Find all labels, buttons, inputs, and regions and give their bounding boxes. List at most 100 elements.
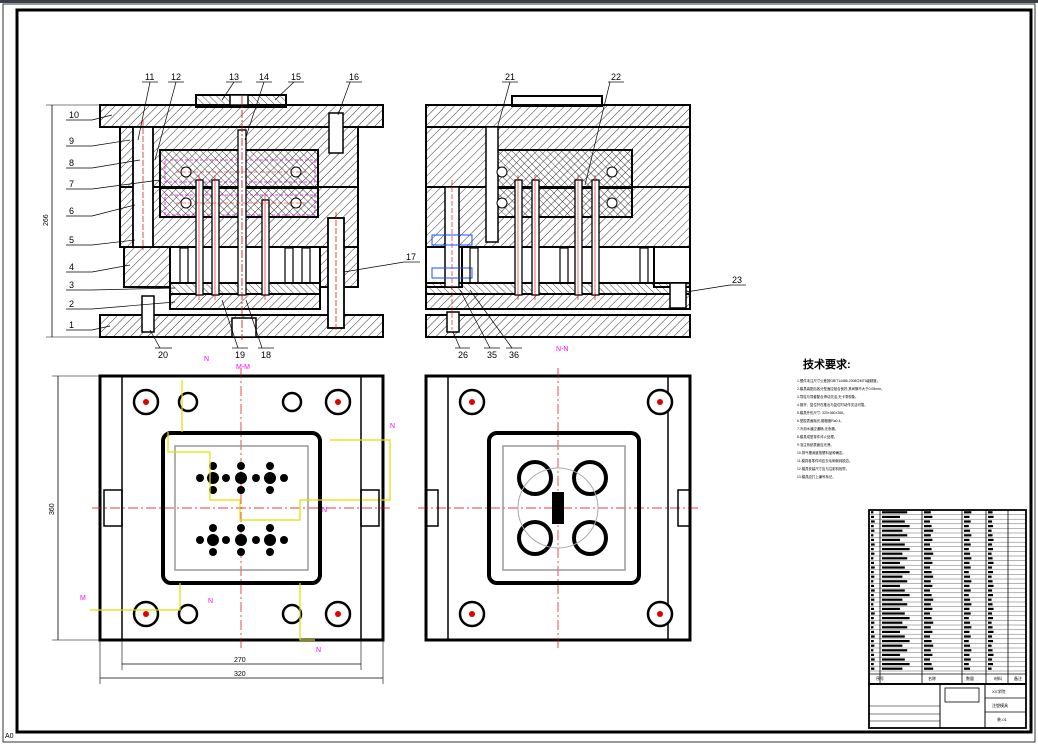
tech-req-line-2: 2.模具装配后各分型面应贴合良好,其间隙不大于0.05mm。 [797,386,884,391]
parts-list-cell-mark [988,630,994,633]
parts-list-cell-mark [924,534,931,537]
parts-list-cell-mark [871,557,874,560]
parts-list-cell-mark [871,543,875,546]
parts-list-cell-mark [988,607,994,610]
parts-list-cell-mark [924,525,932,528]
parts-list-cell-mark [924,617,932,620]
callout-6: 6 [69,206,74,216]
parts-list-cell-mark [924,529,934,532]
parts-list-cell-mark [882,529,903,532]
parts-list-cell-mark [871,653,875,656]
parts-list-cell-mark [871,571,874,574]
parts-list-cell-mark [924,653,933,656]
parts-list-cell-mark [964,658,971,661]
parts-list-cell-mark [871,667,875,670]
cut-mark-n-right: N [390,423,395,430]
parts-list-cell-mark [988,640,994,643]
parts-list-cell-mark [924,603,931,606]
parts-list-cell-mark [988,571,994,574]
parts-list-cell-mark [882,612,905,615]
parts-list-header: 序号 名称 数量 材料 备注 [876,675,1022,681]
parts-list-cell-mark [964,566,971,569]
parts-list-cell-mark [988,534,993,537]
parts-list-cell-mark [988,575,992,578]
parts-list-cell-mark [964,529,971,532]
callout-3: 3 [69,280,74,290]
parts-list-cell-mark [871,511,874,514]
parts-list-cell-mark [964,520,971,523]
parts-list-cell-mark [924,621,934,624]
parts-list-cell-mark [964,557,972,560]
parts-list-cell-mark [882,663,910,666]
parts-list-cell-mark [988,529,992,532]
parts-list-cell-mark [882,548,910,551]
sheet-size-mark: A0 [5,733,14,740]
parts-list-cell-mark [882,525,910,528]
parts-list-cell-mark [882,635,905,638]
parts-list-cell-mark [964,667,971,670]
tech-req-line-1: 1.塑件未注尺寸公差按GB/T14486-2008中MT5级精度。 [797,378,880,383]
parts-list-cell-mark [871,534,874,537]
parts-list-cell-mark [964,561,970,564]
parts-list-cell-mark [988,598,992,601]
title-block: XX学院 注塑模具 装-01 [868,683,1027,729]
tech-req-line-7: 7.冷却水道应通畅,无渗漏。 [797,426,838,431]
parts-list-cell-mark [924,515,933,518]
section-label-mm: M-M [236,364,250,371]
callout-14: 14 [259,72,269,82]
parts-list-cell-mark [882,520,905,523]
outer-trim-line [2,3,1036,743]
parts-list-cell-mark [964,571,969,574]
section-label-nn: N-N [556,346,568,353]
parts-list-cell-mark [988,557,993,560]
parts-list-cell-mark [964,626,972,629]
parts-list-cell-mark [924,566,930,569]
callout-2: 2 [69,299,74,309]
parts-list-cell-mark [988,612,993,615]
title-school: XX学院 [992,688,1005,694]
parts-list-cell-mark [988,635,993,638]
parts-list-cell-mark [882,561,900,564]
parts-list-cell-mark [871,584,875,587]
plan-view-moving-half [418,368,698,648]
parts-list-cell-mark [924,663,932,666]
plan-view-fixed-half [90,368,392,648]
parts-list-cell-mark [924,511,931,514]
parts-list-cell-mark [964,649,972,652]
header-col-3: 数量 [966,675,974,681]
side-section-view [425,95,691,338]
parts-list-cell-mark [964,548,969,551]
parts-list-cell-mark [964,644,971,647]
parts-list-cell-mark [964,598,971,601]
parts-list-cell-mark [964,525,969,528]
parts-list-cell-mark [924,561,933,564]
parts-list-cell-mark [882,598,903,601]
parts-list-cell-mark [924,575,934,578]
cut-mark-m-left: M [80,595,86,602]
callout-5: 5 [69,235,74,245]
cut-mark-n-top: N [204,356,209,363]
parts-list-cell-mark [988,594,994,597]
parts-list-cell-mark [964,607,970,610]
parts-list-cell-mark [964,653,970,656]
parts-list-cell-mark [964,589,971,592]
left-callouts: 10 9 8 7 6 5 4 3 2 1 [66,110,176,331]
front-section-view [99,94,384,340]
header-col-5: 备注 [1014,675,1022,681]
parts-list-cell-mark [871,617,874,620]
parts-list-cell-mark [882,594,910,597]
parts-list-cell-mark [871,548,874,551]
parts-list-cell-mark [964,538,970,541]
parts-list-cell-mark [924,644,934,647]
callout-20: 20 [158,350,168,360]
parts-list-cell-mark [924,589,930,592]
parts-list-cell-mark [882,557,908,560]
parts-list-cell-mark [988,552,992,555]
parts-list-cell-mark [988,561,994,564]
parts-list-cell-mark [882,515,900,518]
parts-list-cell-mark [988,584,994,587]
parts-list-cell-mark [882,571,910,574]
parts-list-cell-mark [988,626,993,629]
parts-list-cell-mark [924,538,933,541]
height-front-label: 266 [43,214,50,226]
